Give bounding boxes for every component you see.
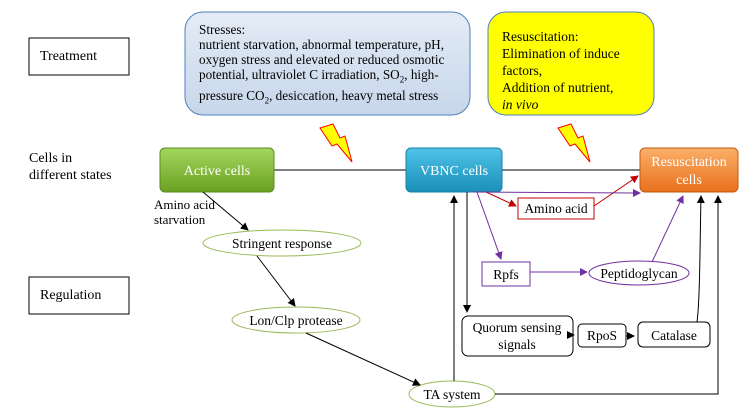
lon-clp-label: Lon/Clp protease (249, 313, 342, 328)
resuscitation-box (487, 11, 655, 116)
stresses-line1: nutrient starvation, abnormal temperatur… (199, 37, 444, 52)
peptidoglycan-label: Peptidoglycan (600, 266, 677, 281)
arrow-vbnc-to-resus-purple (473, 188, 641, 197)
rpfs-node (481, 261, 531, 287)
stresses-line4-sub: 2 (264, 95, 270, 106)
stresses-line2: oxygen stress and elevated or reduced os… (199, 52, 445, 67)
stresses-line4-end: , desiccation, heavy metal stress (269, 87, 439, 103)
stresses-line4: pressure CO2, desiccation, heavy metal s… (199, 88, 464, 109)
stresses-line4-main: pressure CO (199, 87, 265, 103)
stresses-box (184, 11, 471, 116)
regulation-label: Regulation (40, 288, 102, 303)
resuscitation-title: Resuscitation: (502, 29, 579, 44)
amino-acid-node (517, 197, 595, 220)
arrow-stringent-to-lon (256, 255, 296, 307)
vbnc-cells-label: VBNC cells (420, 164, 488, 179)
stresses-line3-end: , high- (404, 67, 439, 82)
arrow-catalase-to-resus (696, 195, 705, 323)
cells-label-line2: different states (29, 168, 112, 183)
treatment-label: Treatment (40, 49, 98, 64)
stringent-response-node (202, 229, 362, 257)
amino-acid-starvation-line1: Amino acid (154, 197, 216, 212)
cells-label: Cells in different states (29, 150, 112, 184)
resuscitation-cells-box (639, 147, 739, 193)
stresses-line3-sub: 2 (399, 74, 405, 85)
resuscitation-line2: Addition of nutrient, (502, 80, 614, 95)
stresses-line3-main: potential, ultraviolet C irradiation, SO (199, 67, 400, 82)
peptidoglycan-node (588, 260, 690, 286)
stringent-response-label: Stringent response (232, 236, 332, 251)
stresses-text: Stresses: nutrient starvation, abnormal … (199, 22, 464, 108)
rpfs-label: Rpfs (493, 267, 519, 282)
active-cells-box (159, 147, 275, 193)
arrow-vbnc-to-rpfs (476, 191, 503, 260)
lon-clp-node (231, 306, 361, 334)
catalase-label: Catalase (651, 328, 697, 343)
stresses-title: Stresses: (199, 22, 246, 37)
amino-acid-starvation-line2: starvation (154, 212, 206, 227)
cells-label-line1: Cells in (29, 151, 73, 166)
arrow-peptidoglycan-to-resus (651, 195, 684, 263)
rpos-label: RpoS (587, 328, 617, 343)
resuscitation-cells-label-1: Resuscitation (651, 155, 726, 170)
resuscitation-cells-label-2: cells (676, 173, 702, 188)
ta-system-label: TA system (423, 387, 481, 402)
active-cells-label: Active cells (184, 164, 250, 179)
amino-acid-starvation-label: Amino acid starvation (154, 197, 215, 227)
arrow-lon-to-ta (305, 332, 421, 386)
lightning-right-icon (557, 123, 591, 163)
arrow-active-to-stringent (202, 191, 249, 231)
lightning-left-icon (319, 123, 353, 163)
resuscitation-line1: Elimination of induce factors, (502, 46, 620, 78)
arrow-vbnc-to-aminoacid (485, 191, 517, 207)
treatment-label-box (28, 37, 130, 76)
resuscitation-line3: in vivo (502, 97, 539, 112)
quorum-sensing-label-1: Quorum sensing (473, 320, 562, 335)
arrow-aminoacid-to-resus (593, 175, 639, 207)
quorum-sensing-label-2: signals (498, 337, 536, 352)
arrow-ta-to-resus (495, 195, 722, 395)
amino-acid-label: Amino acid (524, 201, 588, 216)
stresses-line3: potential, ultraviolet C irradiation, SO… (199, 67, 464, 88)
regulation-label-box (28, 276, 130, 315)
vbnc-cells-box (405, 147, 503, 193)
catalase-node (637, 321, 711, 348)
resuscitation-text: Resuscitation: Elimination of induce fac… (502, 28, 652, 113)
